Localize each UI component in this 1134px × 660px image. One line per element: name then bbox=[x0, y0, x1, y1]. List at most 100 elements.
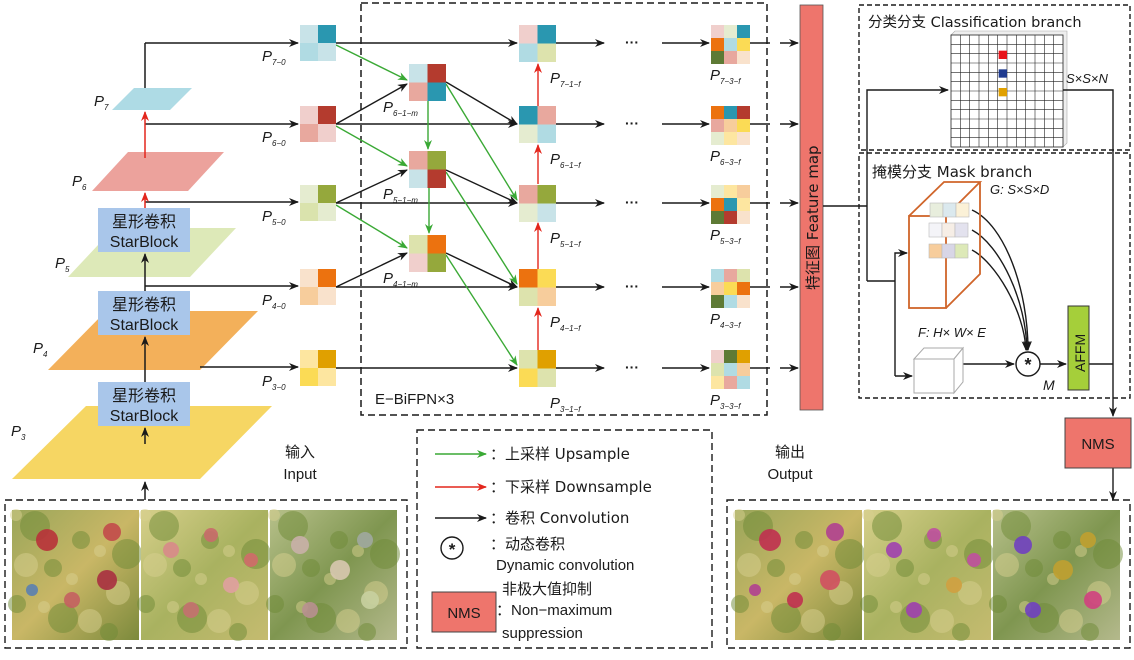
node-cell bbox=[724, 211, 737, 224]
branch-connections bbox=[823, 86, 1117, 501]
foliage bbox=[38, 601, 50, 613]
foliage bbox=[143, 553, 167, 577]
label-main: P bbox=[550, 395, 560, 412]
label-sub: 5−1−m bbox=[393, 196, 418, 205]
foliage bbox=[1001, 511, 1031, 541]
bifpn-output-rows: ··············· bbox=[556, 34, 799, 375]
final-node-6−3−f: P6−3−f bbox=[710, 106, 750, 167]
starblock: 星形卷积 StarBlock bbox=[98, 382, 190, 426]
node-cell bbox=[724, 51, 737, 64]
level-label-p6: P6 bbox=[72, 173, 87, 192]
apple bbox=[163, 542, 179, 558]
node-cell bbox=[737, 106, 750, 119]
middle-node-4−1−m-label: P4−1−m bbox=[383, 270, 418, 289]
starblock-en: StarBlock bbox=[110, 317, 179, 334]
final-node-4−3−f: P4−3−f bbox=[710, 269, 750, 330]
label-sub: 6−0 bbox=[272, 139, 286, 148]
label-sub: 4−1−m bbox=[393, 280, 418, 289]
apple bbox=[759, 529, 781, 551]
dynamic-conv-operator: * bbox=[1015, 351, 1041, 377]
apple bbox=[36, 529, 58, 551]
node-cell bbox=[318, 203, 336, 221]
node-cell bbox=[318, 25, 336, 43]
legend-upsample: ：上采样 Upsample bbox=[490, 445, 630, 463]
node-cell bbox=[409, 235, 428, 254]
input-node-4−0: P4−0 bbox=[262, 269, 336, 311]
label-main: P bbox=[262, 208, 272, 225]
ellipsis: ··· bbox=[625, 115, 639, 131]
apple bbox=[946, 577, 962, 593]
category-cell bbox=[998, 50, 1007, 59]
apple bbox=[787, 592, 803, 608]
starblock-cn: 星形卷积 bbox=[112, 212, 176, 231]
node-cell bbox=[711, 269, 724, 282]
node-cell bbox=[737, 51, 750, 64]
foliage bbox=[789, 573, 801, 585]
node-cell bbox=[519, 25, 538, 44]
input-node-4−0-label: P4−0 bbox=[262, 292, 286, 311]
foliage bbox=[137, 595, 155, 613]
foliage bbox=[918, 573, 930, 585]
middle-node-6−1−m: P6−1−m bbox=[383, 64, 446, 118]
label-sub: 4−1−f bbox=[560, 324, 581, 333]
mask-feature-cube bbox=[912, 346, 965, 395]
plane-p3 bbox=[12, 406, 272, 479]
node-cell bbox=[737, 376, 750, 389]
m-label: M bbox=[1043, 377, 1055, 393]
affm-label: AFFM bbox=[1072, 334, 1088, 372]
label-main: P bbox=[710, 311, 720, 328]
foliage bbox=[278, 511, 308, 541]
node-cell bbox=[427, 151, 446, 170]
category-cell bbox=[998, 88, 1007, 97]
final-node-7−3−f: P7−3−f bbox=[710, 25, 750, 86]
photos bbox=[8, 509, 1123, 641]
node-cell bbox=[711, 185, 724, 198]
input-node-3−0-label: P3−0 bbox=[262, 373, 286, 392]
apple bbox=[302, 602, 318, 618]
foliage bbox=[1093, 539, 1123, 569]
fused-node-5−1−f-label: P5−1−f bbox=[550, 230, 581, 249]
apple bbox=[64, 592, 80, 608]
node-cell bbox=[409, 253, 428, 272]
node-cell bbox=[537, 124, 556, 143]
node-cell bbox=[737, 185, 750, 198]
node-cell bbox=[724, 38, 737, 51]
feature-nodes: P7−0P6−0P5−0P4−0P3−0P6−1−mP5−1−mP4−1−mP7… bbox=[262, 25, 750, 414]
apple bbox=[361, 591, 379, 609]
node-cell bbox=[724, 119, 737, 132]
foliage bbox=[1025, 559, 1043, 577]
mask-title: 掩模分支 Mask branch bbox=[872, 163, 1032, 181]
node-cell bbox=[300, 203, 318, 221]
node-cell bbox=[711, 211, 724, 224]
apple bbox=[204, 528, 218, 542]
node-cell bbox=[711, 51, 724, 64]
bifpn-label: E−BiFPN×3 bbox=[375, 391, 454, 408]
input-photo bbox=[8, 509, 142, 641]
kernel-cuboid bbox=[908, 181, 983, 309]
foliage bbox=[731, 595, 749, 613]
label-sub: 7−0 bbox=[272, 58, 286, 67]
label-sub: 4−3−f bbox=[720, 321, 741, 330]
node-cell bbox=[711, 363, 724, 376]
label-sub: 4−0 bbox=[272, 302, 286, 311]
label-main: P bbox=[710, 67, 720, 84]
node-cell bbox=[724, 376, 737, 389]
plane-p7 bbox=[112, 88, 192, 110]
node-cell bbox=[300, 124, 318, 142]
node-cell bbox=[737, 282, 750, 295]
legend-nms-box bbox=[431, 591, 497, 633]
node-cell bbox=[318, 43, 336, 61]
node-cell bbox=[537, 350, 556, 369]
legend: ：上采样 Upsample ：下采样 Downsample ：卷积 Convol… bbox=[431, 445, 652, 642]
node-cell bbox=[737, 132, 750, 145]
node-cell bbox=[737, 269, 750, 282]
label-main: P bbox=[262, 129, 272, 146]
starblock-en: StarBlock bbox=[110, 234, 179, 251]
apple bbox=[26, 584, 38, 596]
node-cell bbox=[737, 119, 750, 132]
legend-dynamic-en: Dynamic convolution bbox=[496, 557, 634, 574]
foliage bbox=[207, 609, 231, 633]
label-main: P bbox=[710, 392, 720, 409]
middle-node-5−1−m: P5−1−m bbox=[383, 151, 446, 205]
fused-node-4−1−f: P4−1−f bbox=[519, 269, 581, 333]
